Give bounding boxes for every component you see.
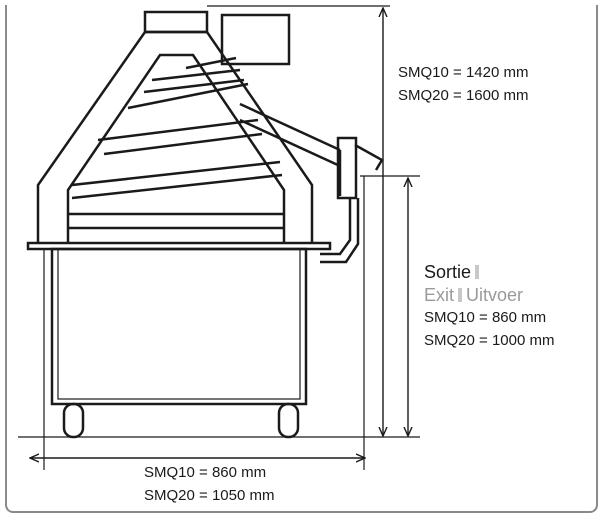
outlet-title-text: Sortie [424, 262, 472, 282]
spiral-slats [68, 56, 284, 230]
base-cabinet [50, 247, 308, 406]
outlet-subtitle-uitvoer: Uitvoer [466, 285, 524, 305]
outlet-subtitle-exit: Exit [424, 285, 455, 305]
figure-frame [5, 5, 598, 513]
height-dim-smq20: SMQ20 = 1600 mm [398, 87, 529, 104]
base-cabinet-inner [57, 248, 301, 400]
outlet-dim-smq10: SMQ10 = 860 mm [424, 309, 547, 326]
width-dim-smq10: SMQ10 = 860 mm [144, 464, 267, 481]
outlet-title: Sortie [424, 262, 483, 284]
right-castor [277, 402, 300, 439]
outlet-dim-smq20: SMQ20 = 1000 mm [424, 332, 555, 349]
motor-box [220, 13, 291, 66]
extension-lines [43, 5, 420, 470]
outlet-subtitle: Exit Uitvoer [424, 285, 523, 307]
height-dim-smq10: SMQ10 = 1420 mm [398, 64, 529, 81]
hood-outer [36, 30, 314, 244]
width-dim-smq20: SMQ20 = 1050 mm [144, 487, 275, 504]
hood-inner [66, 53, 286, 244]
top-cap [143, 10, 209, 34]
separator-bar [458, 288, 463, 302]
outlet-chute [239, 102, 384, 264]
left-castor [62, 402, 85, 439]
separator-bar [475, 265, 480, 279]
